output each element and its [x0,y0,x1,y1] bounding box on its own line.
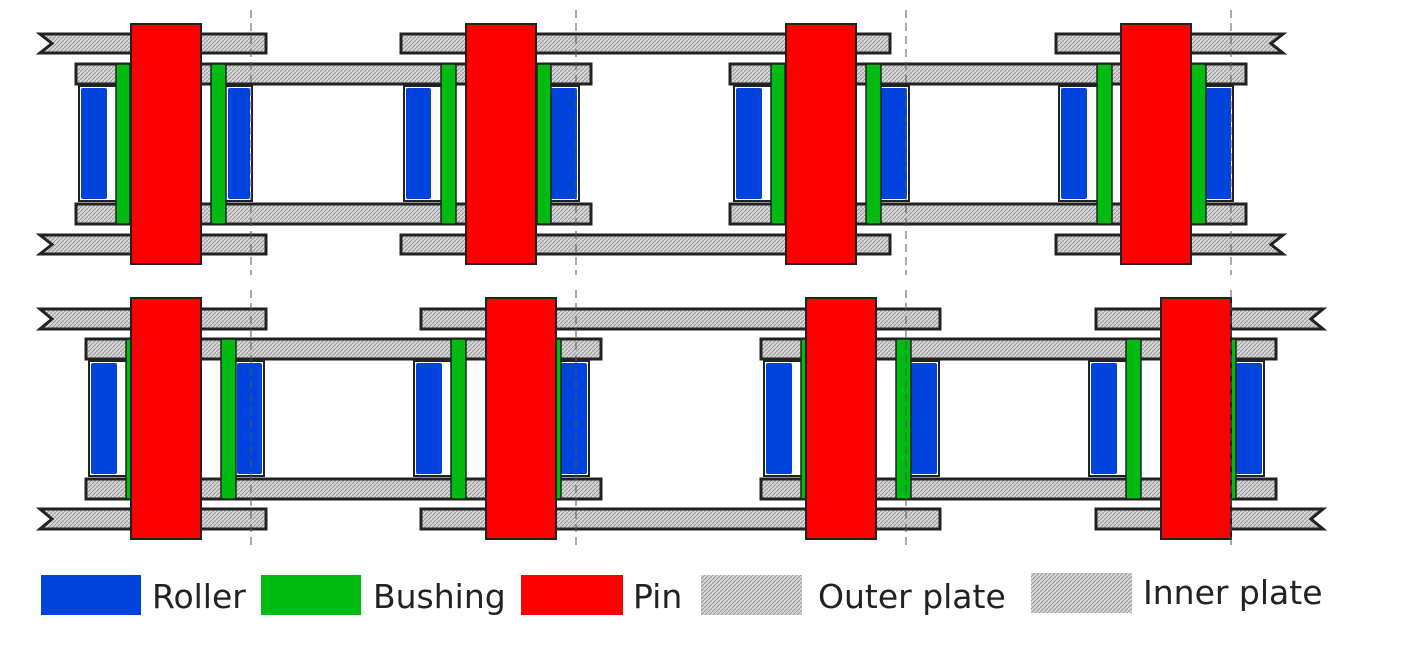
bottom-pin [485,297,557,540]
top-pin [130,23,202,265]
top-pin [785,23,857,265]
legend-swatch-inner-plate [1031,573,1132,613]
bottom-inner-plate [759,337,1278,361]
legend-swatch-bushing [261,575,361,615]
top-roller [81,88,107,199]
top-bushing [440,63,457,225]
bottom-roller [91,363,117,474]
bottom-roller [1091,363,1117,474]
top-bushing [865,63,882,225]
bottom-roller [766,363,792,474]
legend: Roller Bushing Pin Outer plate Inner pla… [41,573,1323,616]
bottom-roller [416,363,442,474]
bottom-bushing [450,338,467,500]
top-bushing [115,63,131,225]
top-bushing [1096,63,1113,225]
top-inner-plate [74,202,593,226]
bottom-pin [805,297,877,540]
top-inner-plate [728,202,1248,226]
top-roller [228,88,250,199]
legend-label-outer-plate: Outer plate [818,577,1006,616]
legend-label-roller: Roller [152,577,246,616]
bottom-pin [130,297,202,540]
legend-label-inner-plate: Inner plate [1143,573,1323,612]
top-bushing [536,63,552,225]
bottom-pin [1160,297,1232,540]
top-inner-plate [728,62,1248,86]
top-bushing [210,63,227,225]
top-roller [881,88,907,199]
top-bushing [1190,63,1207,225]
top-bushing [770,63,786,225]
legend-swatch-pin [521,575,623,615]
bottom-inner-plate [759,477,1278,501]
bottom-roller [911,363,937,474]
legend-swatch-roller [41,575,141,615]
legend-swatch-outer-plate [701,575,802,615]
bottom-roller [1236,363,1262,474]
top-pin [1120,23,1192,265]
bottom-bushing [1125,338,1142,500]
bottom-inner-plate [84,337,603,361]
bottom-bushing [895,338,912,500]
legend-label-pin: Pin [633,577,682,616]
bottom-bushing [220,338,237,500]
top-roller [406,88,431,199]
bottom-roller [237,363,262,474]
top-inner-plate [74,62,593,86]
legend-label-bushing: Bushing [373,577,506,616]
top-roller [736,88,762,199]
top-roller [1206,88,1231,199]
top-roller [1061,88,1087,199]
top-pin [465,23,537,265]
bottom-roller [561,363,587,474]
bottom-inner-plate [84,477,603,501]
top-roller [551,88,577,199]
